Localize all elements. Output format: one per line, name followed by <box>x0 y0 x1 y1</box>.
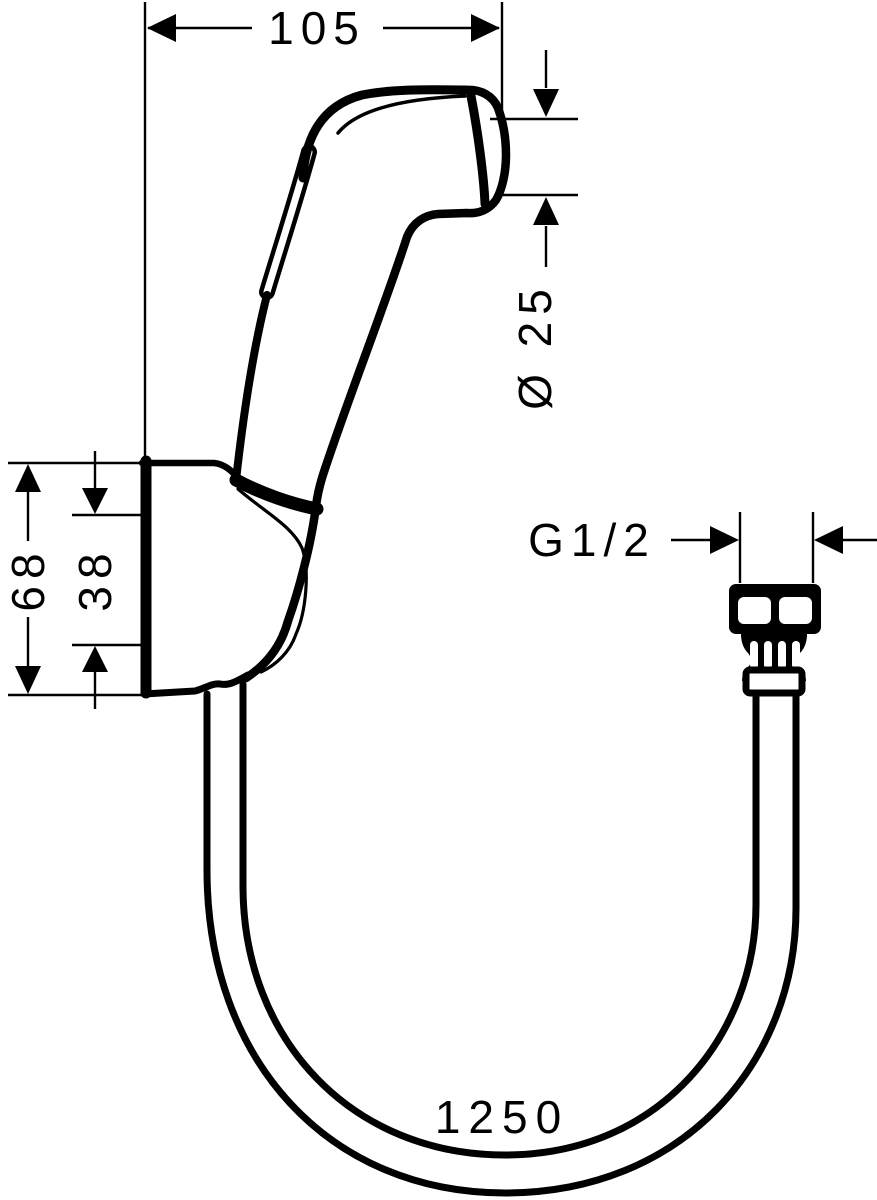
swivel-rib-slot <box>764 641 772 669</box>
dimension-label-1250: 1250 <box>435 1091 569 1143</box>
dimension-label-d25: Ø 25 <box>509 282 561 410</box>
arrow-105-left-icon <box>147 14 176 42</box>
hose-inner-line <box>239 680 760 1159</box>
arrowheads <box>15 14 843 694</box>
bracket-bottom-edge <box>140 671 252 698</box>
head-face-and-inner-edge <box>241 85 511 683</box>
wall-bracket <box>138 455 324 699</box>
spray-face-line <box>466 91 490 209</box>
hex-nut-facet-right <box>779 597 812 624</box>
swivel-rib-slot <box>792 641 800 669</box>
hose-crimp-sleeve <box>742 666 806 697</box>
handle-outer-edge <box>232 291 271 484</box>
hose-outer-line <box>203 690 800 1197</box>
arrow-68-top-icon <box>15 464 41 492</box>
arrow-d25-top-icon <box>533 89 559 117</box>
swivel-rib-slot <box>750 641 758 669</box>
dimension-label-g12: G1/2 <box>528 514 656 566</box>
hose-connector <box>729 584 821 697</box>
hex-nut-facet-left <box>738 597 771 624</box>
dimension-label-68: 68 <box>2 546 54 611</box>
arrow-g12-left-icon <box>710 526 739 554</box>
arrow-38-top-icon <box>82 488 108 514</box>
bracket-top-slope <box>229 473 324 516</box>
hand-shower-body <box>232 85 511 683</box>
arrow-38-bottom-icon <box>82 646 108 672</box>
shower-hose <box>203 680 800 1197</box>
bracket-front-contour <box>236 487 308 674</box>
bracket-top-edge <box>138 459 242 482</box>
arrow-d25-bottom-icon <box>533 197 559 225</box>
dimension-label-105: 105 <box>268 2 366 54</box>
arrow-68-bottom-icon <box>15 666 41 694</box>
head-top-outline <box>298 85 471 183</box>
head-inner-contour <box>336 94 467 135</box>
arrow-105-right-icon <box>471 14 500 42</box>
arrow-g12-right-icon <box>814 526 843 554</box>
swivel-rib-slot <box>778 641 786 669</box>
dimension-label-38: 38 <box>69 546 121 611</box>
